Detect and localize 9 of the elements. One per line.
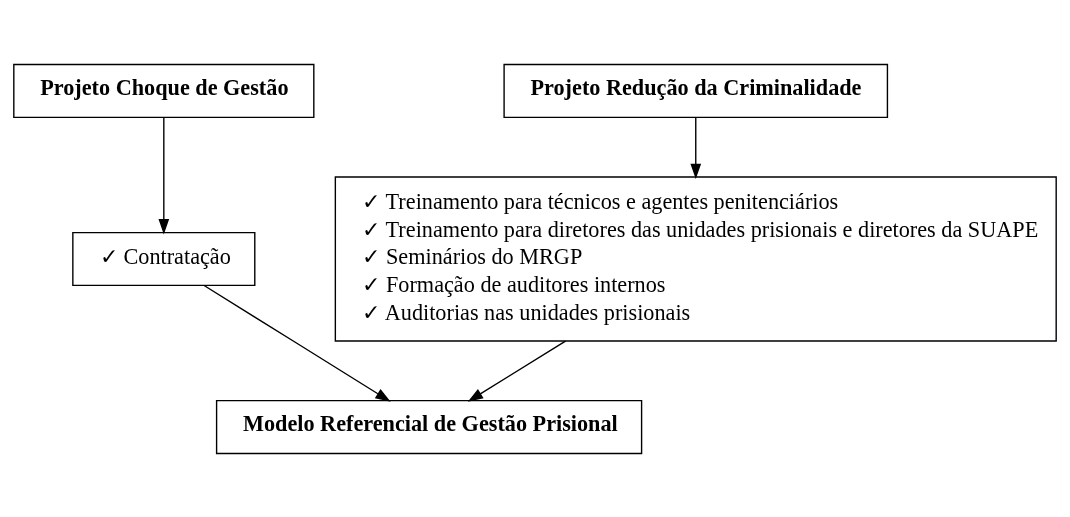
arrow <box>203 284 391 402</box>
node-box: Modelo Referencial de Gestão Prisional <box>215 399 643 454</box>
node-box: Projeto Redução da Criminalidade <box>503 63 889 118</box>
node-box: Projeto Choque de Gestão <box>13 63 315 118</box>
node-box: ✓ Treinamento para técnicos e agentes penitenciários ✓ Treinamento para diretores das unidades prisionais e diretores da SUAPE ✓ Seminários do MRGP ✓ Formação de auditores internos ✓ Auditorias nas unidades prisionais <box>334 175 1057 342</box>
arrow <box>690 116 702 179</box>
arrow <box>158 116 170 234</box>
node-box: ✓ Contratação <box>72 231 256 286</box>
arrow <box>467 339 567 402</box>
